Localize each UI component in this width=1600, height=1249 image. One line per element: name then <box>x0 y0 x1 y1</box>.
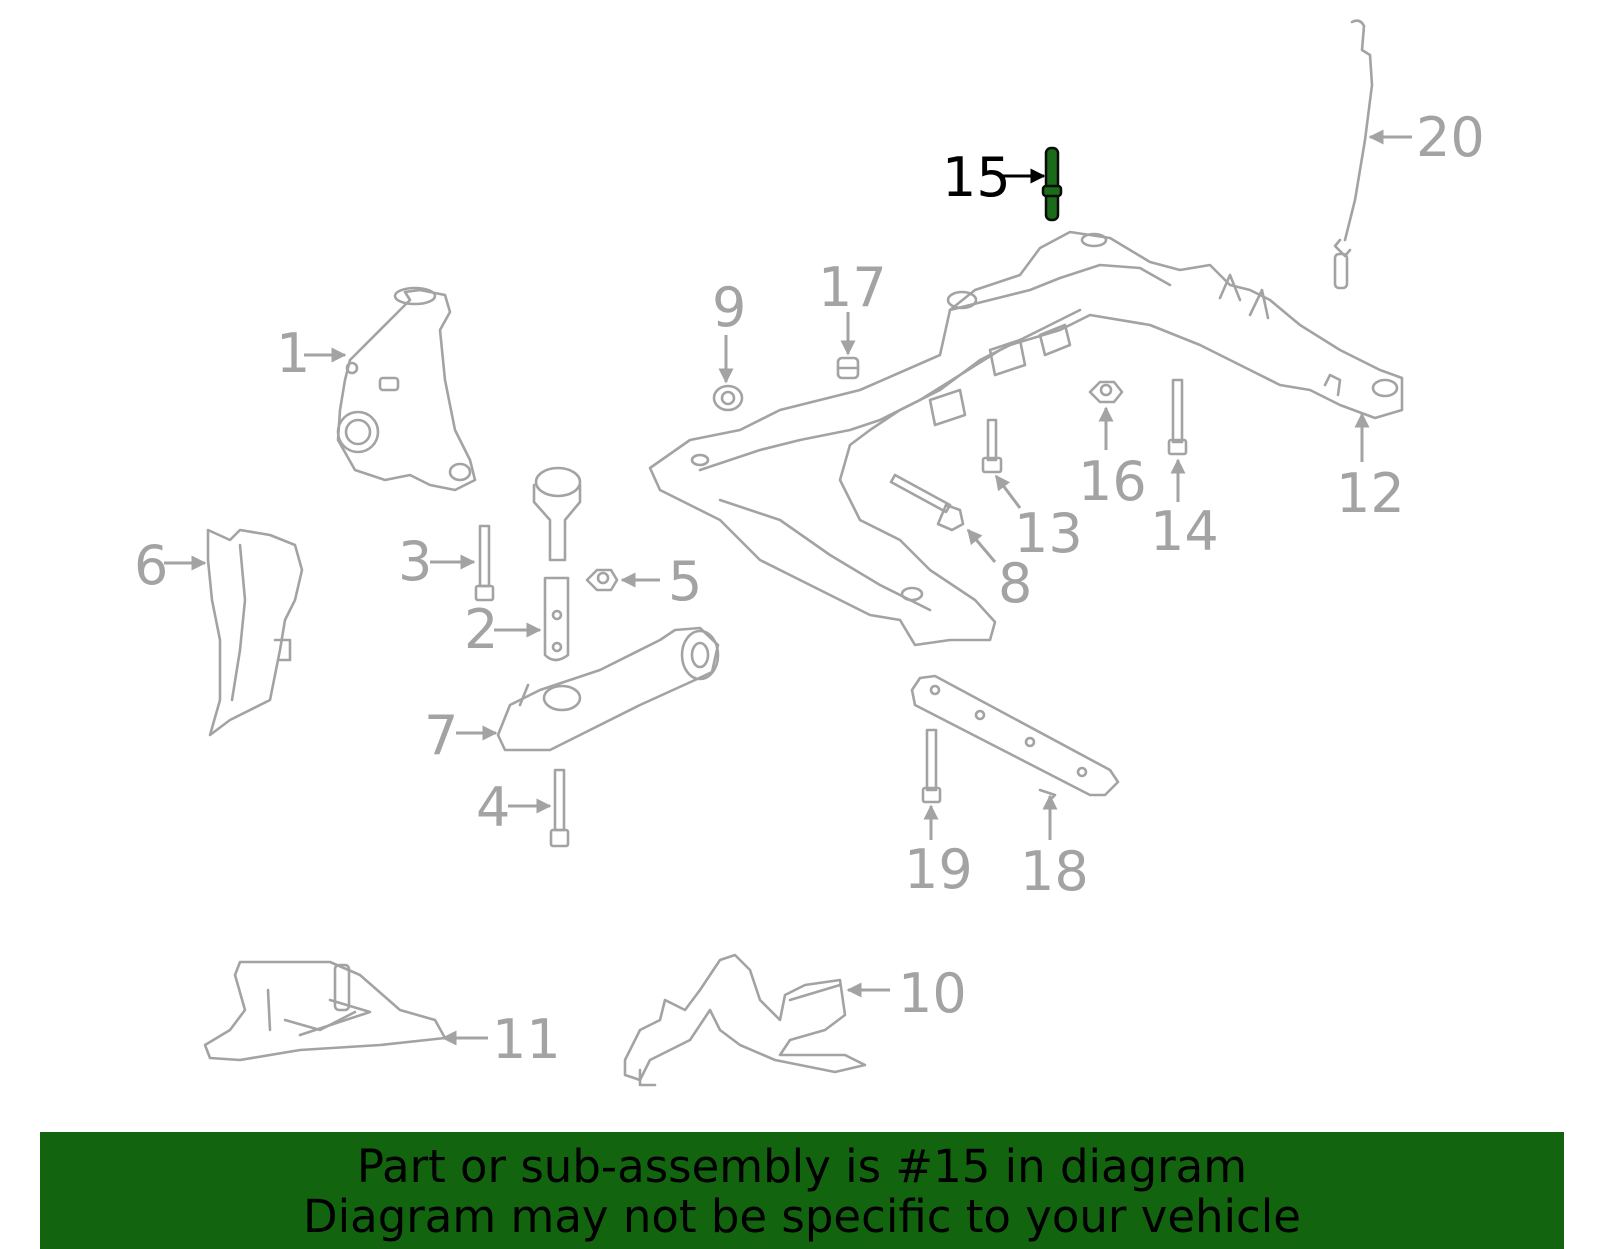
part-16-nut <box>1088 380 1124 404</box>
part-10-bracket <box>623 953 867 1087</box>
banner-line-1: Part or sub-assembly is #15 in diagram <box>356 1140 1248 1193</box>
callout-14: 14 <box>1150 500 1219 563</box>
part-1-steering-knuckle <box>336 286 477 492</box>
info-banner: Part or sub-assembly is #15 in diagram D… <box>40 1132 1564 1249</box>
callout-7: 7 <box>424 704 458 767</box>
part-13-bolt <box>981 418 1003 474</box>
banner-line-2: Diagram may not be specific to your vehi… <box>303 1190 1301 1243</box>
part-8-bolt <box>889 473 965 532</box>
part-7-control-arm <box>496 626 720 752</box>
callout-13: 13 <box>1014 502 1083 565</box>
callout-12: 12 <box>1336 462 1405 525</box>
callout-4: 4 <box>476 776 510 839</box>
part-15-stud <box>1041 146 1063 222</box>
callout-11: 11 <box>492 1008 561 1071</box>
callout-17: 17 <box>818 256 887 319</box>
part-14-bolt <box>1167 378 1188 456</box>
part-4-bolt <box>549 768 570 848</box>
part-5-nut <box>585 568 619 592</box>
callout-6: 6 <box>134 534 168 597</box>
callout-2: 2 <box>464 598 498 661</box>
part-11-shield <box>203 960 447 1062</box>
callout-8: 8 <box>998 552 1032 615</box>
callout-20: 20 <box>1416 106 1485 169</box>
callout-19: 19 <box>904 838 973 901</box>
callout-9: 9 <box>712 276 746 339</box>
part-6-splash-shield <box>206 528 304 737</box>
part-9-bushing <box>712 384 744 412</box>
callout-10: 10 <box>898 962 967 1025</box>
callout-5: 5 <box>668 550 702 613</box>
callout-15: 15 <box>942 146 1011 209</box>
part-17-bushing <box>836 356 860 380</box>
callout-3: 3 <box>398 530 432 593</box>
part-12-subframe <box>648 230 1404 647</box>
callout-1: 1 <box>276 322 310 385</box>
part-20-rod <box>1333 19 1374 290</box>
callout-18: 18 <box>1020 840 1089 903</box>
callout-16: 16 <box>1078 450 1147 513</box>
part-18-plate <box>910 674 1120 802</box>
part-19-bolt <box>921 728 942 804</box>
part-3-bolt <box>474 524 495 602</box>
part-2-link <box>532 466 582 662</box>
